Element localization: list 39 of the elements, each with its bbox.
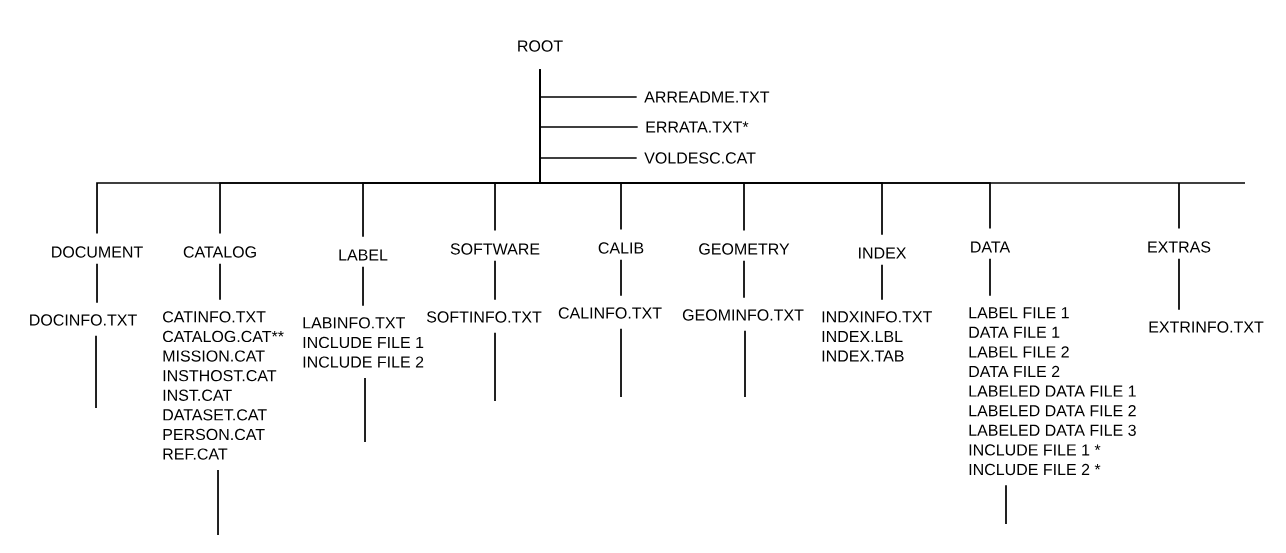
directory-label: DATA: [971, 241, 1011, 253]
tree-line: [96, 263, 98, 304]
tree-line: [881, 263, 883, 301]
file-list: LABINFO.TXT INCLUDE FILE 1 INCLUDE FILE 2: [303, 317, 424, 368]
branch-line: [217, 469, 219, 536]
tree-line: [539, 69, 1246, 230]
tree-line: [219, 263, 221, 301]
tree-line: [362, 265, 364, 307]
file-label: SOFTINFO.TXT: [426, 311, 542, 323]
directory-label: EXTRAS: [1148, 241, 1211, 253]
branch-line: [364, 377, 366, 443]
branch-line: [95, 335, 97, 409]
tree-line: [989, 257, 991, 297]
branch-line: [1005, 484, 1007, 525]
tree-line: [620, 259, 622, 297]
tree-line: [1178, 258, 1180, 311]
tree-line: [743, 260, 745, 299]
file-list: INDXINFO.TXT INDEX.LBL INDEX.TAB: [822, 311, 932, 362]
directory-label: CALIB: [598, 242, 644, 254]
branch-line: [744, 330, 746, 398]
directory-label: DOCUMENT: [52, 246, 143, 258]
file-label: ERRATA.TXT*: [646, 121, 749, 133]
directory-label: INDEX: [859, 247, 907, 259]
directory-label: SOFTWARE: [450, 243, 540, 255]
file-label: ARREADME.TXT: [644, 91, 770, 103]
branch-line: [494, 332, 496, 402]
tree-line: [494, 260, 496, 301]
directory-label: LABEL: [339, 249, 388, 261]
directory-label: CATALOG: [183, 246, 256, 258]
file-label: VOLDESC.CAT: [644, 152, 756, 164]
file-label: EXTRINFO.TXT: [1149, 321, 1264, 333]
directory-label: GEOMETRY: [699, 243, 790, 255]
root-label: ROOT: [518, 40, 563, 52]
file-list: CATINFO.TXT CATALOG.CAT** MISSION.CAT INSTHOST.CAT INST.CAT DATASET.CAT PERSON.CAT REF.CAT: [163, 311, 284, 460]
file-label: CALINFO.TXT: [558, 307, 662, 319]
file-label: DOCINFO.TXT: [30, 314, 137, 326]
file-label: GEOMINFO.TXT: [682, 309, 804, 321]
branch-line: [620, 328, 622, 398]
file-list: LABEL FILE 1 DATA FILE 1 LABEL FILE 2 DATA FILE 2 LABELED DATA FILE 1 LABELED DATA FILE 2 LABELED DATA FILE 3 INCLUDE FILE 1 * INCLUDE FILE 2 *: [969, 307, 1136, 476]
